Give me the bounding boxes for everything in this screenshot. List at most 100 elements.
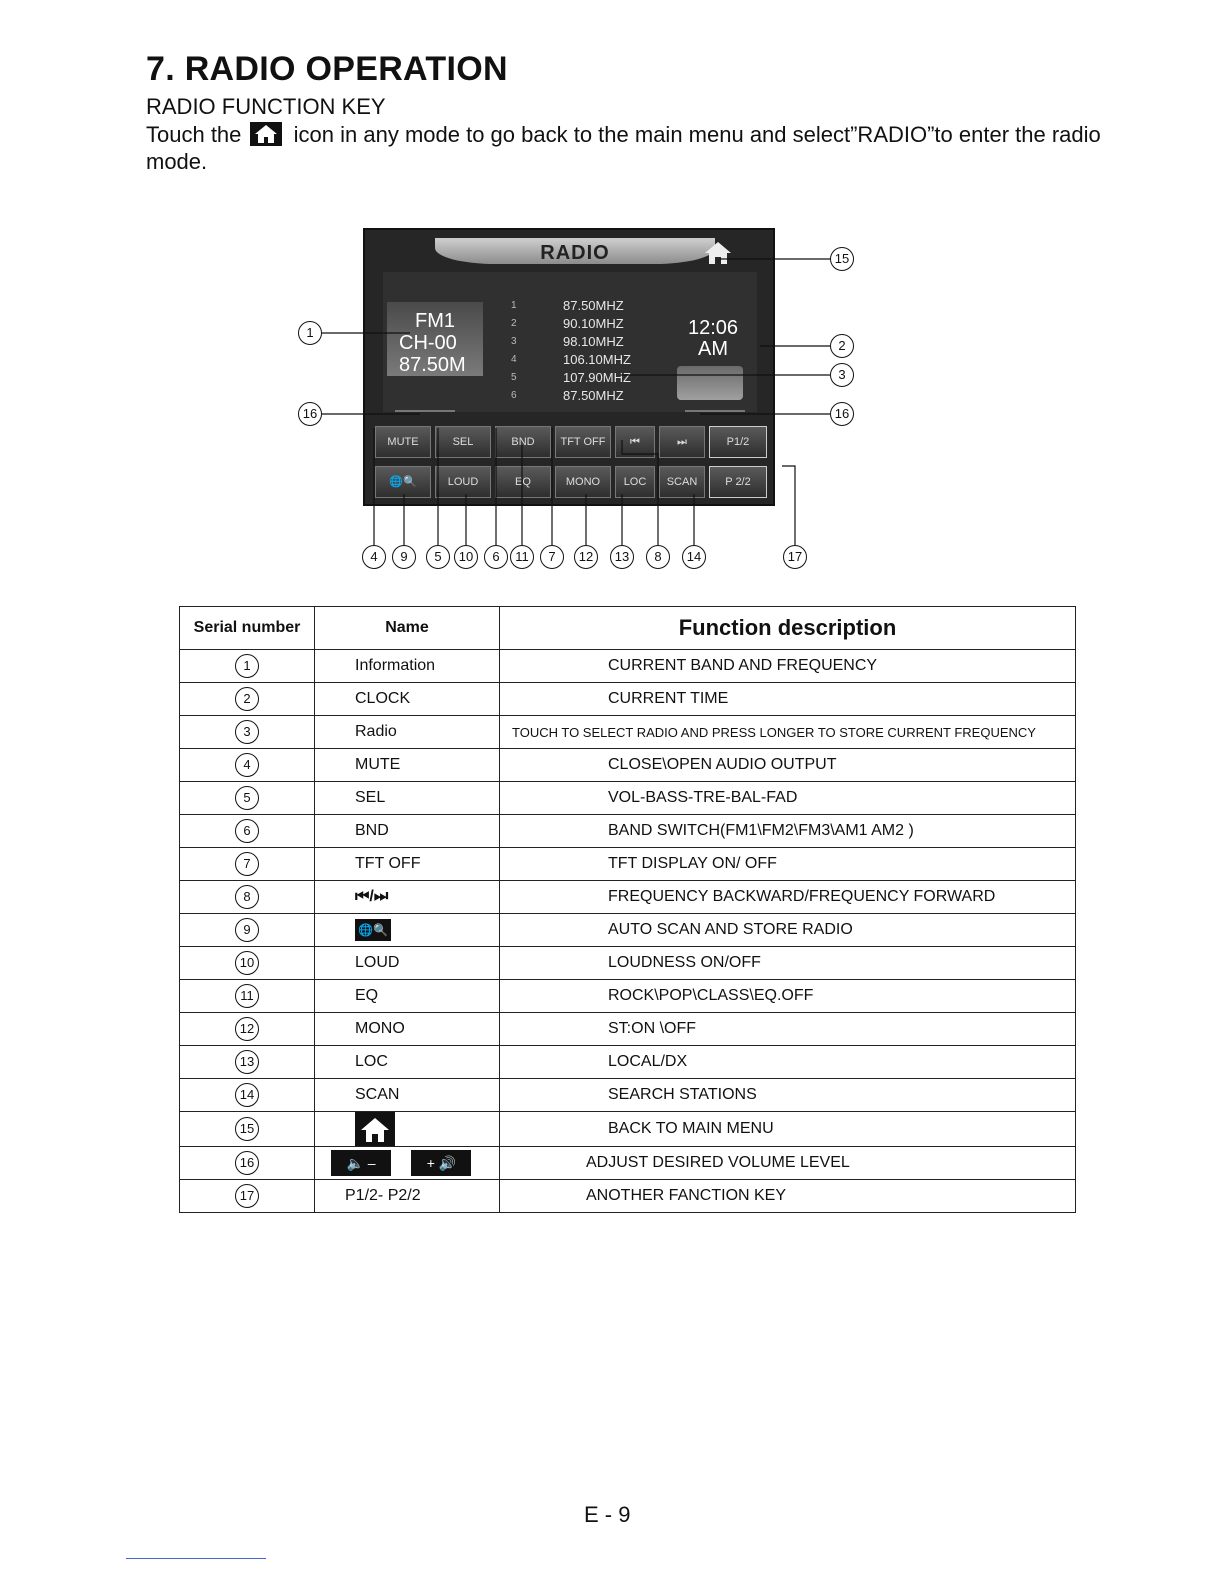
volume-up-slider[interactable] xyxy=(685,410,745,412)
header-function: Function description xyxy=(499,606,1076,650)
table-row: 17 P1/2- P2/2 ANOTHER FANCTION KEY xyxy=(179,1179,1076,1213)
table-row: 10 LOUD LOUDNESS ON/OFF xyxy=(179,946,1076,980)
table-row: 9 🌐🔍 AUTO SCAN AND STORE RADIO xyxy=(179,913,1076,947)
channel-label: CH-00 xyxy=(399,332,457,354)
scan-button[interactable]: SCAN xyxy=(659,466,705,498)
function-table: Serial number Name Function description … xyxy=(179,606,1076,1213)
row-name: EQ xyxy=(314,979,500,1013)
row-function: FREQUENCY BACKWARD/FREQUENCY FORWARD xyxy=(499,880,1076,914)
table-header-row: Serial number Name Function description xyxy=(179,606,1076,650)
band-info-box[interactable] xyxy=(387,302,483,376)
table-row: 14 SCAN SEARCH STATIONS xyxy=(179,1078,1076,1112)
tft-off-button[interactable]: TFT OFF xyxy=(555,426,611,458)
intro-text-after: icon in any mode to go back to the main … xyxy=(146,122,1101,174)
loud-button[interactable]: LOUD xyxy=(435,466,491,498)
callout-9: 9 xyxy=(392,545,416,569)
home-icon[interactable] xyxy=(703,240,733,266)
row-number: 3 xyxy=(235,720,259,744)
row-name: LOC xyxy=(314,1045,500,1079)
row-name: P1/2- P2/2 xyxy=(314,1179,500,1213)
row-function: CURRENT TIME xyxy=(499,682,1076,716)
volume-up-icon: + 🔊 xyxy=(411,1150,472,1176)
auto-scan-button[interactable]: 🌐🔍 xyxy=(375,466,431,498)
prev-button[interactable]: ⏮ xyxy=(615,426,655,458)
row-name: Information xyxy=(314,649,500,683)
callout-13: 13 xyxy=(610,545,634,569)
footer-rule xyxy=(126,1558,266,1559)
p2-2-button[interactable]: P 2/2 xyxy=(709,466,767,498)
row-function: VOL-BASS-TRE-BAL-FAD xyxy=(499,781,1076,815)
table-row: 13 LOC LOCAL/DX xyxy=(179,1045,1076,1079)
callout-11: 11 xyxy=(510,545,534,569)
page-number: E - 9 xyxy=(584,1502,631,1527)
mute-button[interactable]: MUTE xyxy=(375,426,431,458)
mono-button[interactable]: MONO xyxy=(555,466,611,498)
row-name: Radio xyxy=(314,715,500,749)
prev-next-icon: ⏮/⏭ xyxy=(314,880,500,914)
row-number: 14 xyxy=(235,1083,259,1107)
row-function: ROCK\POP\CLASS\EQ.OFF xyxy=(499,979,1076,1013)
row-function: TFT DISPLAY ON/ OFF xyxy=(499,847,1076,881)
table-row: 15 BACK TO MAIN MENU xyxy=(179,1111,1076,1147)
table-row: 4 MUTE CLOSE\OPEN AUDIO OUTPUT xyxy=(179,748,1076,782)
callout-16-right: 16 xyxy=(830,402,854,426)
row-function: LOUDNESS ON/OFF xyxy=(499,946,1076,980)
row-function: ANOTHER FANCTION KEY xyxy=(499,1179,1076,1213)
sel-button[interactable]: SEL xyxy=(435,426,491,458)
row-name: MUTE xyxy=(314,748,500,782)
row-name: BND xyxy=(314,814,500,848)
p1-2-button[interactable]: P1/2 xyxy=(709,426,767,458)
row-name: LOUD xyxy=(314,946,500,980)
table-row: 6 BND BAND SWITCH(FM1\FM2\FM3\AM1 AM2 ) xyxy=(179,814,1076,848)
callout-1: 1 xyxy=(298,321,322,345)
next-button[interactable]: ⏭ xyxy=(659,426,705,458)
row-number: 17 xyxy=(235,1184,259,1208)
row-name: CLOCK xyxy=(314,682,500,716)
row-name: TFT OFF xyxy=(314,847,500,881)
callout-4: 4 xyxy=(362,545,386,569)
row-number: 10 xyxy=(235,951,259,975)
row-number: 16 xyxy=(235,1151,259,1175)
radio-screen: RADIO ⚙ ✱ FM1 CH-00 87.50M 187.50MHZ 290… xyxy=(363,228,775,506)
intro-paragraph: Touch the icon in any mode to go back to… xyxy=(146,121,1136,175)
section-subheading: RADIO FUNCTION KEY xyxy=(146,94,386,119)
table-row: 5 SEL VOL-BASS-TRE-BAL-FAD xyxy=(179,781,1076,815)
home-icon xyxy=(249,122,282,146)
bnd-button[interactable]: BND xyxy=(495,426,551,458)
row-number: 15 xyxy=(235,1117,259,1141)
row-name: SCAN xyxy=(314,1078,500,1112)
band-label: FM1 xyxy=(415,310,455,332)
callout-16-left: 16 xyxy=(298,402,322,426)
row-number: 11 xyxy=(235,984,259,1008)
row-number: 9 xyxy=(235,918,259,942)
table-row: 12 MONO ST:ON \OFF xyxy=(179,1012,1076,1046)
row-function: SEARCH STATIONS xyxy=(499,1078,1076,1112)
row-number: 8 xyxy=(235,885,259,909)
row-function: TOUCH TO SELECT RADIO AND PRESS LONGER T… xyxy=(499,715,1076,749)
table-row: 2 CLOCK CURRENT TIME xyxy=(179,682,1076,716)
row-function: BAND SWITCH(FM1\FM2\FM3\AM1 AM2 ) xyxy=(499,814,1076,848)
volume-down-icon: 🔈 – xyxy=(331,1150,391,1176)
volume-down-slider[interactable] xyxy=(395,410,455,412)
frequency-label: 87.50M xyxy=(399,354,466,376)
row-function: CLOSE\OPEN AUDIO OUTPUT xyxy=(499,748,1076,782)
radio-store-box[interactable] xyxy=(677,366,743,400)
callout-3: 3 xyxy=(830,363,854,387)
row-number: 1 xyxy=(235,654,259,678)
eq-button[interactable]: EQ xyxy=(495,466,551,498)
page-heading: 7. RADIO OPERATION xyxy=(146,50,508,88)
header-name: Name xyxy=(314,606,500,650)
header-serial: Serial number xyxy=(179,606,315,650)
row-name: 🌐🔍 xyxy=(314,913,500,947)
table-row: 16 🔈 – + 🔊 ADJUST DESIRED VOLUME LEVEL xyxy=(179,1146,1076,1180)
callout-8: 8 xyxy=(646,545,670,569)
loc-button[interactable]: LOC xyxy=(615,466,655,498)
callout-10: 10 xyxy=(454,545,478,569)
